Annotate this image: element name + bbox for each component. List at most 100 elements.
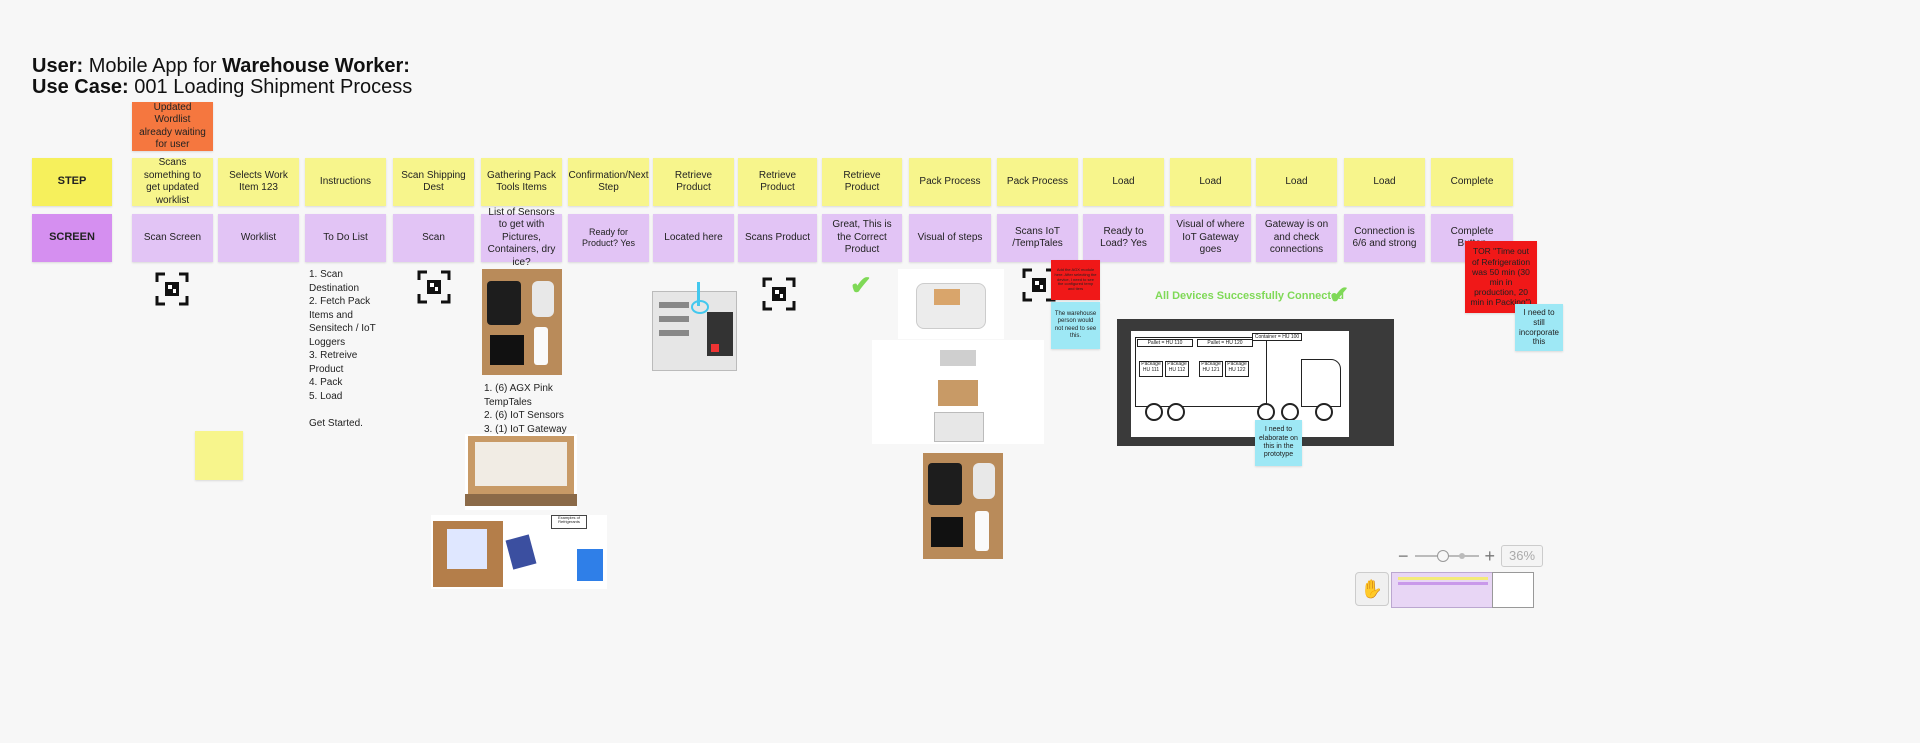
sensors-list: 1. (6) AGX Pink TempTales 2. (6) IoT Sen…	[484, 383, 567, 435]
screen-card[interactable]: Scan Screen	[132, 214, 213, 262]
screen-card[interactable]: To Do List	[305, 214, 386, 262]
zoom-slider-thumb[interactable]	[1436, 550, 1449, 562]
screen-card[interactable]: Great, This is the Correct Product	[822, 214, 902, 262]
step-text: Scans something to get updated worklist	[143, 157, 202, 206]
step-card[interactable]: Selects Work Item 123	[218, 158, 299, 206]
step-card[interactable]: Load	[1344, 158, 1425, 206]
note-text: Add the AGX module here. After selecting…	[1054, 267, 1097, 292]
cyan-note-warehouse[interactable]: The warehouse person would not need to s…	[1051, 302, 1100, 349]
refrigerants-image: Examples of Refrigerants	[431, 515, 607, 589]
usecase-label: Use Case:	[32, 76, 129, 98]
step-text: Scan Shipping Dest	[401, 169, 466, 194]
red-note-agx[interactable]: Add the AGX module here. After selecting…	[1051, 260, 1100, 300]
zoom-slider-dot	[1458, 553, 1465, 559]
screen-card[interactable]: Connection is 6/6 and strong	[1344, 214, 1425, 262]
step-text: Retrieve Product	[758, 169, 797, 194]
layer-image	[940, 350, 976, 366]
step-card[interactable]: Load	[1256, 158, 1337, 206]
note-text: TOR "Time out of Refrigeration was 50 mi…	[1470, 246, 1532, 308]
row-header-label: STEP	[57, 175, 87, 188]
row-header-step[interactable]: STEP	[32, 158, 112, 206]
step-card[interactable]: Scans something to get updated worklist	[132, 157, 213, 206]
step-card[interactable]: Confirmation/Next Step	[568, 158, 649, 206]
step-text: Gathering Pack Tools Items	[487, 169, 556, 194]
step-card[interactable]: Pack Process	[909, 158, 991, 206]
step-card[interactable]: Load	[1083, 158, 1164, 206]
step-text: Load	[1199, 175, 1222, 187]
screen-text: Scans IoT /TempTales	[1012, 225, 1063, 250]
row-header-screen[interactable]: SCREEN	[32, 214, 112, 262]
zoom-out-button[interactable]: −	[1398, 545, 1409, 566]
wheel	[1257, 403, 1275, 421]
ice-pack-image	[577, 549, 603, 581]
pallet-label: Pallet = HU 120	[1197, 339, 1253, 347]
step-text: Retrieve Product	[674, 169, 713, 194]
sticky-note-updated-wordlist[interactable]: Updated Wordlist already waiting for use…	[132, 102, 213, 151]
title-usecase-line: Use Case: 001 Loading Shipment Process	[32, 76, 412, 99]
logger-device-image	[973, 463, 995, 499]
minimap-row	[1398, 577, 1488, 580]
shelf-image	[659, 316, 689, 322]
screen-text: Located here	[664, 231, 723, 243]
blank-sticky-note[interactable]	[195, 431, 243, 480]
zoom-level-display[interactable]: 36%	[1501, 545, 1544, 567]
step-card[interactable]: Load	[1170, 158, 1251, 206]
zoom-in-button[interactable]: +	[1484, 545, 1496, 566]
screen-card[interactable]: List of Sensors to get with Pictures, Co…	[481, 207, 562, 268]
usecase-text: 001 Loading Shipment Process	[134, 76, 413, 98]
screen-text: Ready to Load? Yes	[1100, 225, 1147, 250]
screen-card[interactable]: Worklist	[218, 214, 299, 262]
box-labels-image	[475, 442, 567, 486]
step-text: Confirmation/Next Step	[568, 169, 649, 194]
screen-card[interactable]: Scans IoT /TempTales	[997, 214, 1078, 262]
step-card[interactable]: Instructions	[305, 158, 386, 206]
step-card[interactable]: Retrieve Product	[653, 158, 734, 206]
screen-card[interactable]: Visual of steps	[909, 214, 991, 262]
minimap-panel[interactable]	[1492, 572, 1534, 608]
cold-pack-image	[505, 534, 537, 570]
step-card[interactable]: Retrieve Product	[822, 158, 902, 206]
zoom-slider[interactable]	[1414, 550, 1479, 562]
sensors-photo	[482, 269, 562, 375]
step-card[interactable]: Complete	[1431, 158, 1513, 206]
red-note-tor[interactable]: TOR "Time out of Refrigeration was 50 mi…	[1465, 241, 1537, 313]
cooler-inner-image	[934, 289, 960, 305]
step-card[interactable]: Retrieve Product	[738, 158, 817, 206]
screen-card[interactable]: Visual of where IoT Gateway goes	[1170, 214, 1251, 262]
truck-canvas: Pallet = HU 110 Pallet = HU 120 Containe…	[1131, 331, 1349, 437]
step-text: Load	[1373, 175, 1396, 187]
screen-text: Visual of steps	[917, 231, 983, 243]
check-icon: ✔	[1329, 282, 1350, 309]
screen-card[interactable]: Gateway is on and check connections	[1256, 214, 1337, 262]
pallet-image	[465, 494, 577, 506]
screen-card[interactable]: Ready to Load? Yes	[1083, 214, 1164, 262]
screen-text: Visual of where IoT Gateway goes	[1176, 219, 1245, 256]
screen-card[interactable]: Scan	[393, 214, 474, 262]
step-card[interactable]: Pack Process	[997, 158, 1078, 206]
shelf-image	[659, 302, 689, 308]
trailer-outline	[1135, 337, 1267, 407]
step-card[interactable]: Scan Shipping Dest	[393, 158, 474, 206]
screen-card[interactable]: Ready for Product? Yes	[568, 214, 649, 262]
step-card[interactable]: Gathering Pack Tools Items	[481, 158, 562, 206]
screen-text: Worklist	[240, 231, 277, 243]
user-label: User:	[32, 55, 84, 77]
step-text: Load	[1112, 175, 1135, 187]
screen-text: Great, This is the Correct Product	[832, 219, 892, 256]
screen-text: Scans Product	[744, 231, 811, 243]
row-header-label: SCREEN	[49, 231, 95, 244]
screen-card[interactable]: Scans Product	[738, 214, 817, 262]
screen-card[interactable]: Located here	[653, 214, 734, 262]
step-text: Load	[1285, 175, 1308, 187]
tag-device-image	[975, 511, 989, 551]
screen-text: List of Sensors to get with Pictures, Co…	[487, 206, 556, 268]
sensors-photo-2	[923, 453, 1003, 559]
wheel	[1167, 403, 1185, 421]
hand-tool-icon[interactable]: ✋	[1355, 572, 1389, 606]
cyan-note-incorporate[interactable]: I need to still incorporate this	[1515, 304, 1563, 351]
cooler-box-image	[898, 269, 1004, 339]
package-label: Package HU 111	[1139, 361, 1163, 377]
cyan-note-elaborate[interactable]: I need to elaborate on this in the proto…	[1255, 420, 1302, 466]
screen-text: Scan Screen	[143, 231, 202, 243]
package-label: Package HU 122	[1225, 361, 1249, 377]
